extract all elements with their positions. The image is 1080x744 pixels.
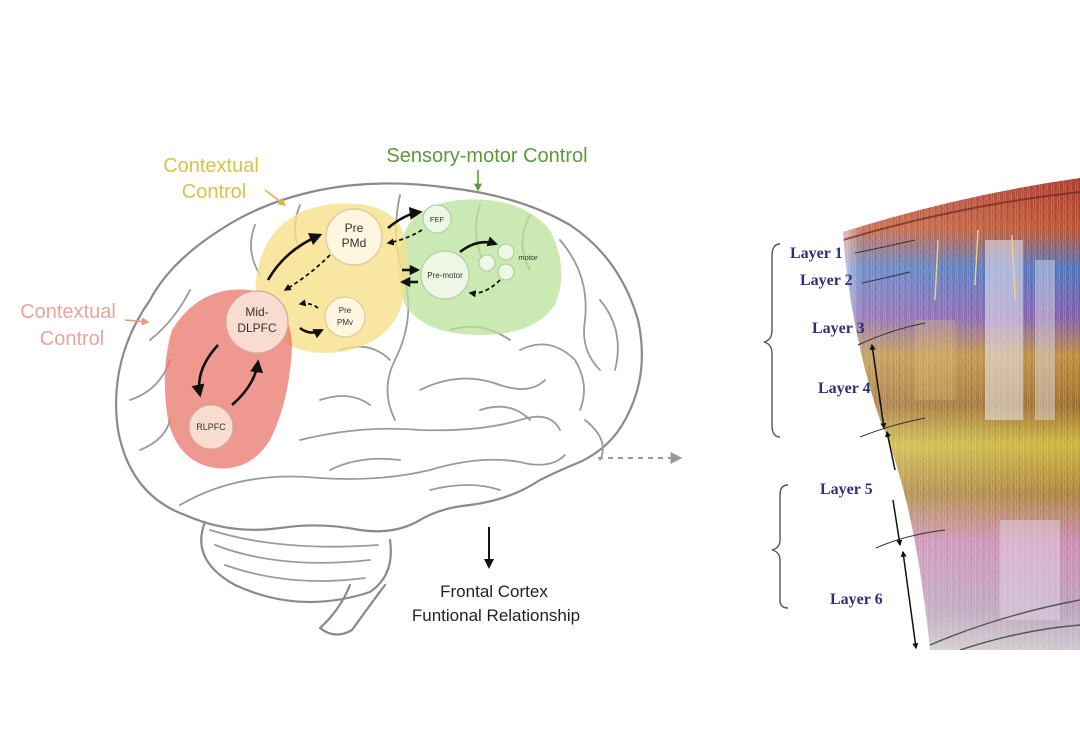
cortical-layers-image: Layer 1 Layer 2 Layer 3 Layer 4 Layer 5 … <box>763 178 1080 650</box>
caption: Frontal Cortex Funtional Relationship <box>412 527 580 625</box>
layer-3-label: Layer 3 <box>812 320 865 337</box>
svg-text:Funtional Relationship: Funtional Relationship <box>412 606 580 625</box>
svg-text:RLPFC: RLPFC <box>196 422 226 432</box>
svg-text:Pre-motor: Pre-motor <box>427 271 463 280</box>
svg-text:DLPFC: DLPFC <box>237 321 277 335</box>
contextual-control-top-label: Contextual Control <box>163 155 287 206</box>
svg-text:PMv: PMv <box>337 318 353 327</box>
svg-text:Control: Control <box>40 328 104 350</box>
node-pre-pmv: Pre PMv <box>324 296 366 338</box>
svg-text:FEF: FEF <box>430 215 445 224</box>
connection-arrows <box>191 206 501 406</box>
svg-text:Pre: Pre <box>345 221 364 235</box>
nodes: Pre PMd FEF Pre-motor motor Mid- DLPFC P… <box>188 204 538 450</box>
layer-1-label: Layer 1 <box>790 245 843 262</box>
svg-text:Mid-: Mid- <box>245 305 268 319</box>
svg-text:motor: motor <box>518 253 538 262</box>
node-pre-pmd: Pre PMd <box>325 208 383 266</box>
layer-2-label: Layer 2 <box>800 272 853 289</box>
sensory-motor-label: Sensory-motor Control <box>386 145 588 192</box>
contextual-control-left-label: Contextual Control <box>20 301 150 350</box>
svg-text:Pre: Pre <box>339 306 352 315</box>
layer-4-label: Layer 4 <box>818 380 871 397</box>
svg-text:Contextual: Contextual <box>20 301 116 323</box>
node-rlpfc: RLPFC <box>188 404 234 450</box>
node-mid-dlpfc: Mid- DLPFC <box>225 290 289 354</box>
svg-text:Control: Control <box>182 181 246 203</box>
brain-outline <box>115 182 643 533</box>
node-pre-motor: Pre-motor <box>420 250 470 300</box>
brain-stem <box>318 583 387 636</box>
lower-bracket <box>771 484 789 609</box>
cerebellum <box>200 520 392 604</box>
node-motor: motor <box>478 243 538 281</box>
layer-5-label: Layer 5 <box>820 481 873 498</box>
upper-bracket <box>763 243 781 438</box>
svg-text:Sensory-motor Control: Sensory-motor Control <box>386 145 587 167</box>
svg-text:Frontal Cortex: Frontal Cortex <box>440 582 548 601</box>
svg-text:Contextual: Contextual <box>163 155 259 177</box>
layer-6-label: Layer 6 <box>830 591 883 608</box>
svg-text:PMd: PMd <box>342 236 367 250</box>
node-fef: FEF <box>422 204 452 234</box>
